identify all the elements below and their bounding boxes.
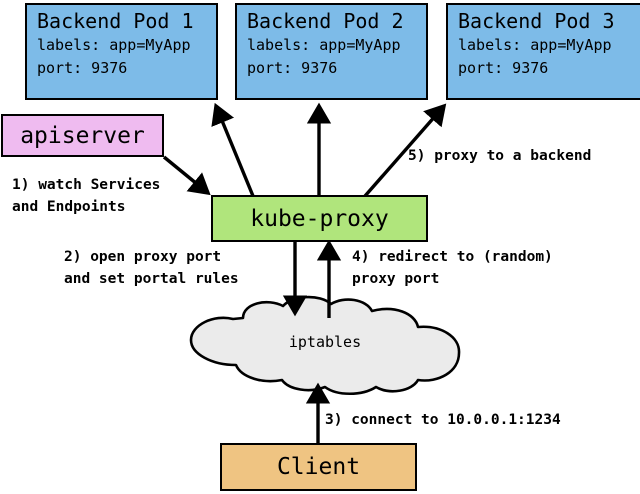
backend-pod-1-title: Backend Pod 1 — [37, 9, 194, 33]
backend-pod-1-labels: labels: app=MyApp — [37, 36, 191, 54]
client-label: Client — [276, 454, 361, 480]
backend-pod-1-box: Backend Pod 1 labels: app=MyApp port: 93… — [25, 3, 218, 100]
kube-proxy-label: kube-proxy — [250, 205, 389, 232]
step-2-label: 2) open proxy port and set portal rules — [64, 249, 239, 287]
step-5-label: 5) proxy to a backend — [408, 148, 592, 164]
step-1-label: 1) watch Services and Endpoints — [12, 177, 161, 215]
arrow-kubeproxy-to-pod1 — [211, 102, 255, 197]
backend-pod-2-labels: labels: app=MyApp — [247, 36, 401, 54]
backend-pod-2-port: port: 9376 — [247, 59, 338, 77]
backend-pod-3-port: port: 9376 — [458, 59, 549, 77]
arrow-kubeproxy-to-pod3 — [363, 103, 447, 198]
backend-pod-2-box: Backend Pod 2 labels: app=MyApp port: 93… — [235, 3, 428, 100]
step-3-label: 3) connect to 10.0.0.1:1234 — [325, 412, 561, 428]
step-4-label: 4) redirect to (random) proxy port — [352, 249, 553, 287]
client-box: Client — [220, 443, 417, 491]
kube-proxy-box: kube-proxy — [211, 195, 428, 242]
backend-pod-1-port: port: 9376 — [37, 59, 128, 77]
backend-pod-3-box: Backend Pod 3 labels: app=MyApp port: 93… — [446, 3, 640, 100]
apiserver-label: apiserver — [20, 122, 145, 149]
apiserver-box: apiserver — [1, 114, 164, 157]
arrow-apiserver-to-kubeproxy — [162, 155, 211, 196]
iptables-label: iptables — [288, 333, 362, 351]
iptables-cloud — [189, 295, 461, 396]
backend-pod-3-labels: labels: app=MyApp — [458, 36, 612, 54]
backend-pod-2-title: Backend Pod 2 — [247, 9, 404, 33]
backend-pod-3-title: Backend Pod 3 — [458, 9, 615, 33]
